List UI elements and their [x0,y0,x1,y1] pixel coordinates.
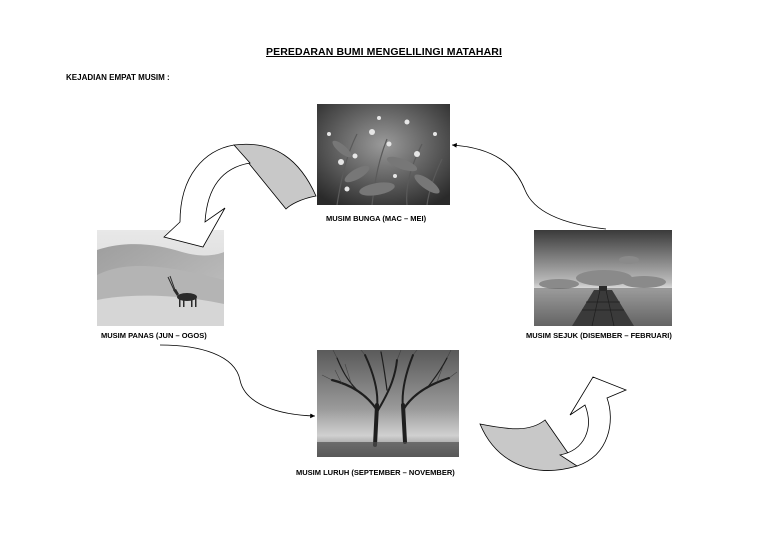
curved-arrow-bunga-to-panas [163,143,317,248]
section-heading: KEJADIAN EMPAT MUSIM : [66,73,170,82]
season-caption-sejuk: MUSIM SEJUK (DISEMBER – FEBRUARI) [526,331,672,340]
season-caption-luruh: MUSIM LURUH (SEPTEMBER – NOVEMBER) [296,468,455,477]
desert-oryx-photo [97,230,224,326]
document-title: PEREDARAN BUMI MENGELILINGI MATAHARI [266,46,502,58]
foggy-trees-photo [317,350,459,457]
curved-arrow-luruh-to-sejuk [479,376,628,471]
season-caption-panas: MUSIM PANAS (JUN – OGOS) [101,331,207,340]
sea-pier-photo [534,230,672,326]
thin-arrow-panas-to-luruh [159,344,316,419]
season-caption-bunga: MUSIM BUNGA (MAC – MEI) [326,214,427,223]
flowers-photo [317,104,450,205]
thin-arrow-sejuk-to-bunga [451,142,607,230]
